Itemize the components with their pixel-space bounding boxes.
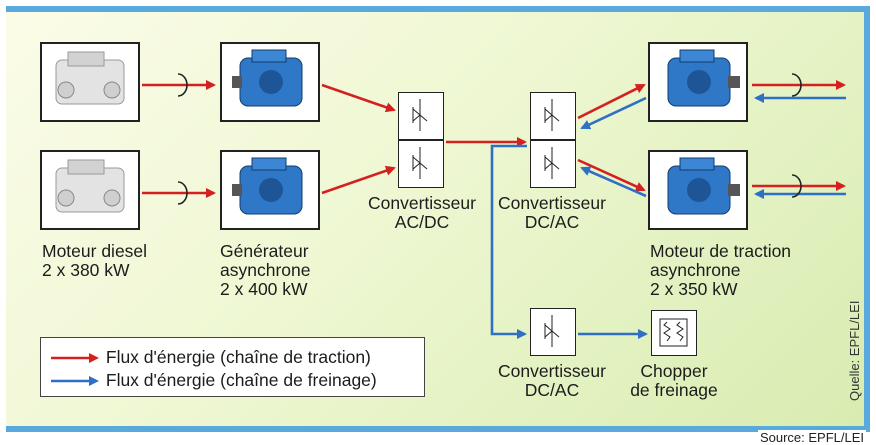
legend-label-braking: Flux d'énergie (chaîne de freinage) — [105, 370, 377, 390]
diesel-engine-1 — [40, 42, 140, 122]
engine-icon — [55, 159, 125, 213]
legend-item-braking: Flux d'énergie (chaîne de freinage) — [49, 370, 377, 390]
thyristor-icon — [544, 99, 560, 131]
traction-motor-label: Moteur de traction asynchrone 2 x 350 kW — [650, 241, 792, 299]
source-credit: Source: EPFL/LEI — [757, 430, 866, 445]
generator-icon — [232, 157, 303, 215]
generator-icon — [232, 49, 303, 107]
motor-icon — [667, 49, 740, 107]
traction-motor-2 — [648, 150, 748, 230]
blue-arrow-icon — [51, 376, 99, 387]
converter-acdc-1 — [398, 92, 444, 140]
legend-item-traction: Flux d'énergie (chaîne de traction) — [49, 347, 371, 367]
traction-flow — [142, 80, 846, 198]
converter-dcac-2 — [530, 140, 576, 188]
thyristor-icon — [412, 99, 428, 131]
chopper-label: Chopper de freinage — [630, 361, 718, 400]
converter-brake — [530, 308, 576, 356]
engine-label: Moteur diesel 2 x 380 kW — [42, 241, 148, 280]
converter-acdc-label: Convertisseur AC/DC — [368, 193, 476, 232]
generator-label: Générateur asynchrone 2 x 400 kW — [220, 241, 311, 299]
converter-brake-label: Convertisseur DC/AC — [498, 361, 606, 400]
braking-chopper — [651, 310, 697, 356]
converter-dcac-1 — [530, 92, 576, 140]
credit-vertical: Quelle: EPFL/LEI — [847, 300, 862, 401]
legend-label-traction: Flux d'énergie (chaîne de traction) — [105, 347, 371, 367]
generator-2 — [220, 150, 320, 230]
converter-dcac-label: Convertisseur DC/AC — [498, 193, 606, 232]
red-arrow-icon — [51, 353, 99, 364]
rotation-symbols — [177, 73, 802, 205]
legend: Flux d'énergie (chaîne de traction) Flux… — [40, 337, 425, 397]
thyristor-icon — [544, 315, 560, 347]
resistor-icon — [659, 318, 688, 347]
thyristor-icon — [412, 147, 428, 179]
engine-icon — [55, 51, 125, 105]
thyristor-icon — [544, 147, 560, 179]
converter-acdc-2 — [398, 140, 444, 188]
traction-motor-1 — [648, 42, 748, 122]
braking-flow — [490, 93, 846, 339]
diesel-engine-2 — [40, 150, 140, 230]
generator-1 — [220, 42, 320, 122]
motor-icon — [667, 157, 740, 215]
